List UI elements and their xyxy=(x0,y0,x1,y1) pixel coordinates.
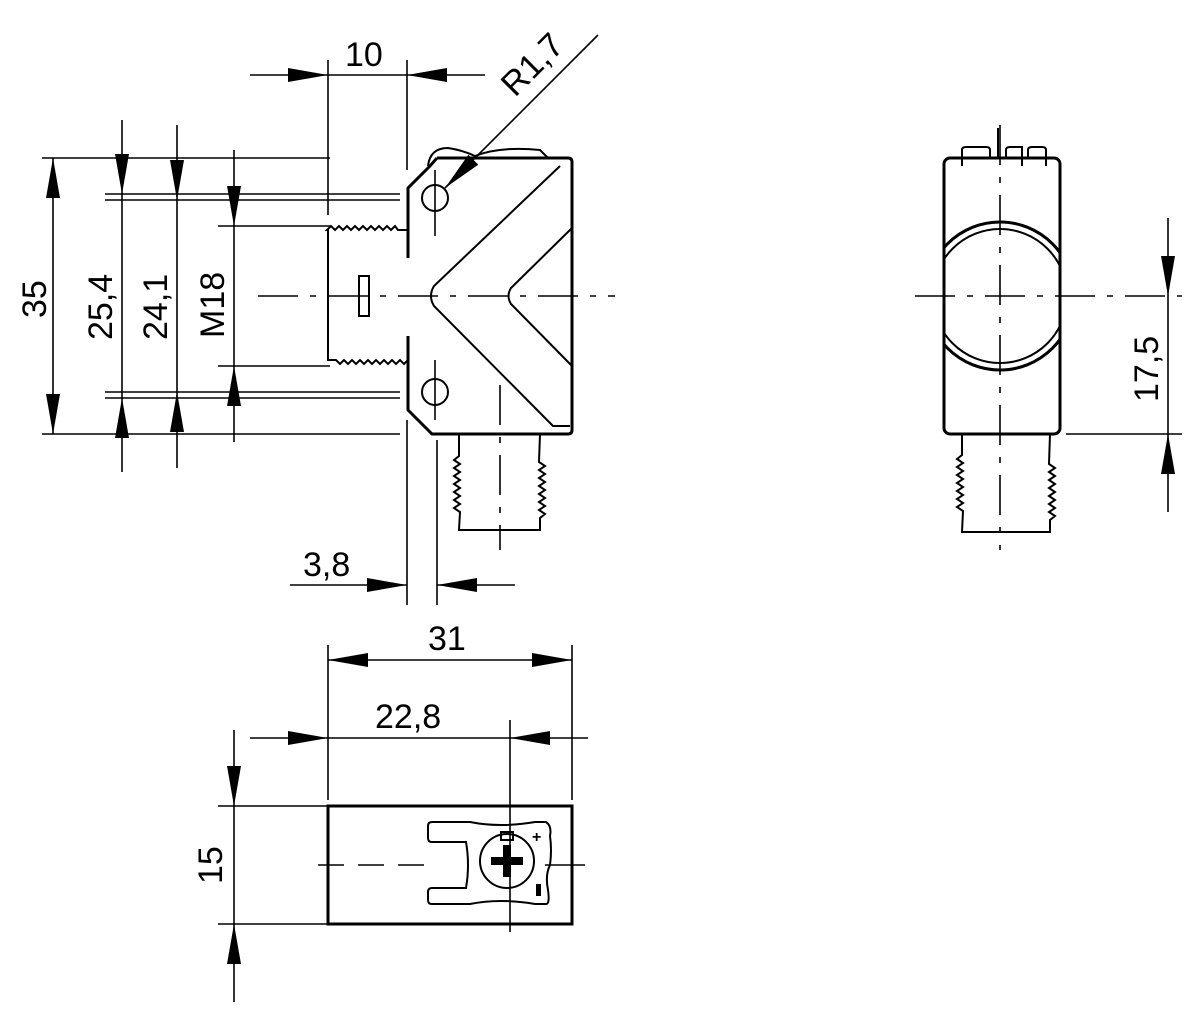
dim-31-label: 31 xyxy=(428,620,466,658)
dim-radius-label: R1,7 xyxy=(494,26,572,104)
minus-icon xyxy=(536,884,541,896)
dim-m18-label: M18 xyxy=(194,272,232,338)
dim-35-label: 35 xyxy=(16,280,54,318)
plus-icon: + xyxy=(532,829,541,846)
front-dimensions xyxy=(42,34,599,605)
side-view xyxy=(915,125,1182,550)
dim-22-8-label: 22,8 xyxy=(375,698,441,736)
bottom-view: + xyxy=(318,720,585,932)
dim-3-8-label: 3,8 xyxy=(303,546,350,584)
dim-25-4-label: 25,4 xyxy=(82,274,120,340)
dim-15-label: 15 xyxy=(192,846,230,884)
dim-17-5-label: 17,5 xyxy=(1128,336,1166,402)
dim-24-1-label: 24,1 xyxy=(137,274,175,340)
bottom-dimensions xyxy=(218,645,588,1002)
front-view xyxy=(258,146,615,550)
dim-10-label: 10 xyxy=(345,36,383,74)
